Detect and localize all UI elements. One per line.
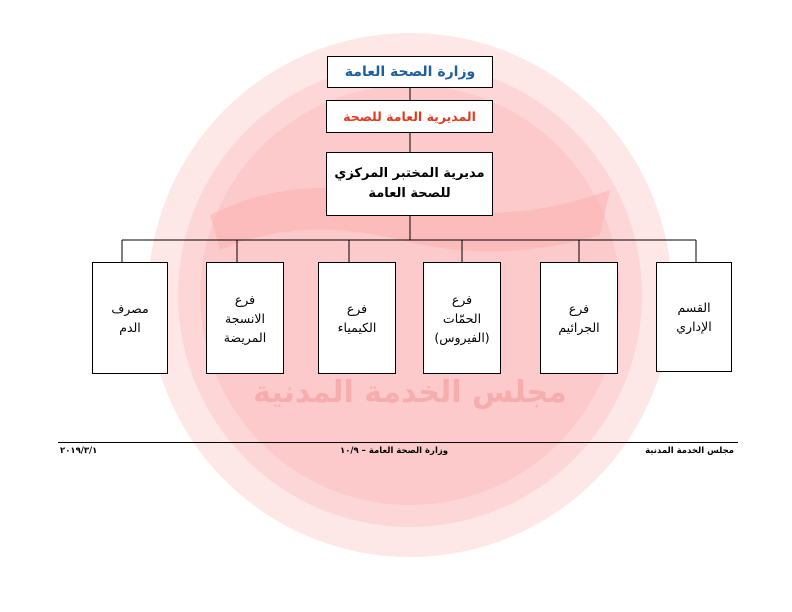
- unit-line: الدم: [119, 320, 141, 335]
- unit-line: الحمّات: [442, 310, 482, 326]
- watermark-text: مجلس الخدمة المدنية: [253, 375, 567, 410]
- central-lab-directorate-box: مديرية المختبر المركزي للصحة العامة: [326, 152, 493, 216]
- unit-line: فرع: [568, 301, 590, 316]
- unit-administrative-dept: القسم الإداري: [656, 262, 732, 372]
- unit-chemistry-branch: فرع الكيمياء: [318, 262, 396, 374]
- directorate-box: المديرية العامة للصحة: [326, 100, 493, 133]
- unit-line: المريضة: [223, 329, 267, 345]
- central-lab-line-2: للصحة العامة: [368, 186, 451, 201]
- unit-line: فرع: [451, 291, 473, 307]
- unit-line: الانسجة: [225, 310, 266, 326]
- unit-line: (الفيروس): [434, 329, 490, 345]
- unit-line: الكيمياء: [337, 320, 377, 335]
- unit-line: الإداري: [676, 319, 712, 334]
- directorate-label: المديرية العامة للصحة: [343, 109, 476, 124]
- footer-date: ٢٠١٩/٣/١: [60, 446, 98, 456]
- unit-blood-bank: مصرف الدم: [92, 262, 168, 374]
- unit-virus-branch: فرع الحمّات (الفيروس): [423, 262, 501, 374]
- footer-rule: [58, 442, 738, 443]
- unit-line: فرع: [346, 301, 368, 316]
- footer-page-reference: وزارة الصحة العامة – ١٠/٩: [340, 446, 449, 456]
- ministry-label: وزارة الصحة العامة: [344, 64, 476, 80]
- unit-line: القسم: [677, 300, 711, 315]
- unit-bacteria-branch: فرع الجرائيم: [540, 262, 618, 374]
- unit-line: فرع: [234, 291, 256, 307]
- footer-council-name: مجلس الخدمة المدنية: [645, 446, 734, 456]
- central-lab-line-1: مديرية المختبر المركزي: [334, 166, 485, 181]
- ministry-box: وزارة الصحة العامة: [327, 56, 493, 88]
- unit-line: الجرائيم: [558, 320, 600, 335]
- unit-pathology-branch: فرع الانسجة المريضة: [206, 262, 284, 374]
- unit-line: مصرف: [111, 301, 149, 316]
